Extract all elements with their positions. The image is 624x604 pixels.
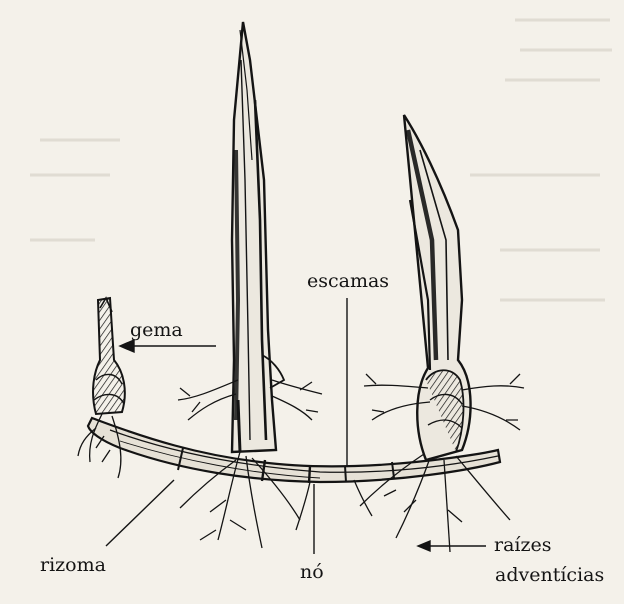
label-escamas: escamas	[307, 272, 389, 291]
tall-shoot-right	[404, 115, 471, 460]
gema-arrowhead	[120, 340, 134, 352]
raizes-arrowhead	[418, 541, 430, 551]
tall-shoot-middle	[232, 22, 284, 452]
label-raizes: raízes	[494, 536, 552, 555]
label-rizoma: rizoma	[40, 556, 106, 575]
label-gema: gema	[130, 321, 183, 340]
page-bleed-through	[30, 20, 612, 300]
label-no: nó	[300, 563, 324, 582]
label-adventicias: adventícias	[495, 566, 604, 585]
bud-shoot	[93, 298, 125, 414]
